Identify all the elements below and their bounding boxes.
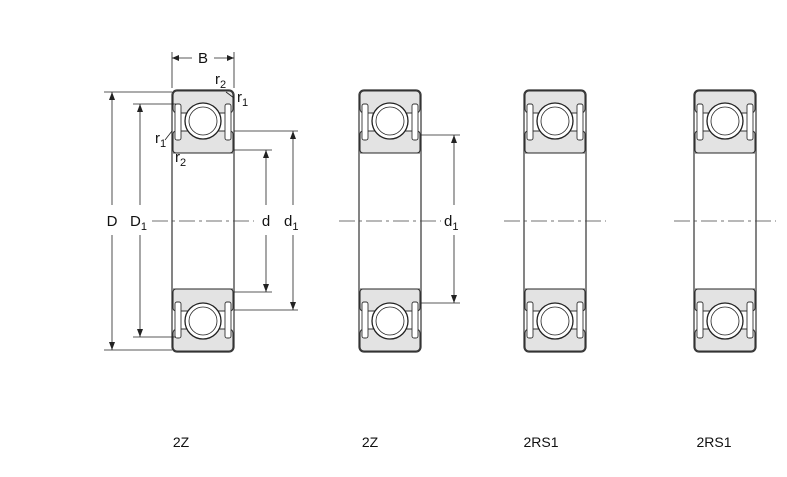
bearing-caption-3: 2RS1	[523, 434, 558, 450]
dimension-label-r1-inner: r1	[155, 130, 166, 150]
bearing-caption-1: 2Z	[173, 434, 190, 450]
bearing-caption-2: 2Z	[362, 434, 379, 450]
dimension-label-r2-top: r2	[215, 71, 226, 91]
bearing-section-3	[503, 89, 607, 353]
dimension-label-d1-second: d1	[444, 213, 458, 233]
dimension-label-r2-inner: r2	[175, 149, 186, 169]
bearing-caption-4: 2RS1	[696, 434, 731, 450]
bearing-section-1	[151, 89, 255, 353]
dimension-lines	[104, 52, 460, 351]
dimension-label-r1-top: r1	[237, 89, 248, 109]
dimension-label-D: D	[107, 213, 118, 230]
bearing-section-4	[673, 89, 777, 353]
bearing-section-2	[338, 89, 442, 353]
dimension-label-D1: D1	[130, 213, 147, 233]
dimension-label-d1: d1	[284, 213, 298, 233]
dimension-label-B: B	[198, 50, 208, 67]
dimension-label-d: d	[262, 213, 270, 230]
